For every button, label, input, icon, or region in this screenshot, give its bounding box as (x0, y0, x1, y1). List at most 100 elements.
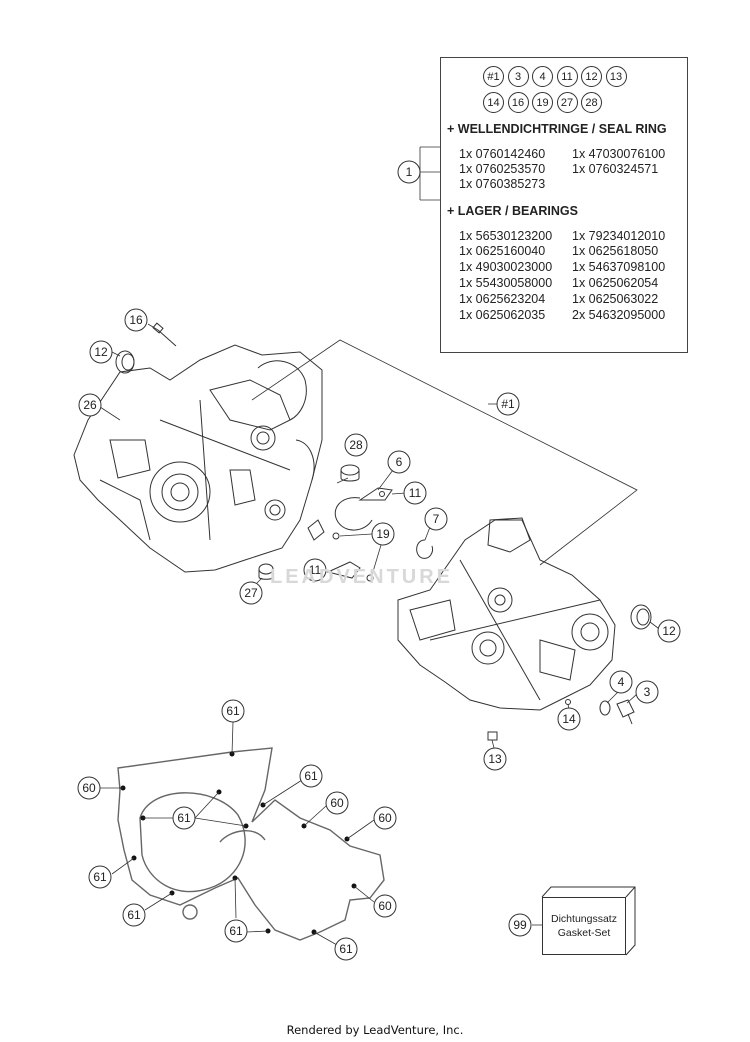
callout-99[interactable]: 99 (508, 913, 532, 937)
crankcase-gasket (117, 747, 385, 941)
bearing-item: 1x 0625160040 (459, 244, 546, 258)
bearing-item: 1x 79234012010 (572, 229, 666, 243)
kit-part-badge[interactable]: 16 (507, 92, 529, 113)
svg-text:26: 26 (83, 398, 97, 412)
svg-text:19: 19 (376, 527, 390, 541)
bearing-item: 1x 49030023000 (459, 260, 553, 274)
callout-61-bottom-right[interactable]: 61 (334, 937, 358, 961)
bearing-item: 1x 54637098100 (572, 260, 666, 274)
callout-61-bottom[interactable]: 61 (224, 919, 248, 943)
svg-text:6: 6 (396, 455, 403, 469)
bearing-item: 1x 0625062054 (572, 276, 659, 290)
callout-60-upper-right[interactable]: 60 (325, 791, 349, 815)
callout-14[interactable]: 14 (557, 707, 581, 731)
left-crankcase-half (73, 344, 323, 573)
kit-part-badge[interactable]: 19 (532, 92, 553, 113)
kit-part-badge[interactable]: 14 (483, 92, 504, 113)
gasket-kit-line-2: Gasket-Set (557, 927, 611, 939)
watermark: LEADVENTURE (270, 566, 454, 588)
callout-set-1[interactable]: #1 (496, 392, 520, 416)
svg-text:14: 14 (562, 712, 576, 726)
bearing-item: 1x 56530123200 (459, 229, 553, 243)
kit-part-badge[interactable]: #1 (483, 66, 504, 87)
seal-ring-header: + WELLENDICHTRINGE / SEAL RING (447, 122, 667, 136)
svg-text:12: 12 (94, 345, 108, 359)
leader-lines (96, 146, 659, 946)
kit-part-badge[interactable]: 27 (556, 92, 578, 113)
bearing-item: 2x 54632095000 (572, 308, 666, 322)
callout-13[interactable]: 13 (483, 747, 507, 771)
plug-13 (487, 731, 498, 741)
bearing-item: 1x 55430058000 (459, 276, 553, 290)
right-crankcase-half (397, 517, 616, 711)
svg-text:60: 60 (378, 811, 392, 825)
bushing-27 (258, 563, 274, 580)
set-bracket (251, 339, 638, 566)
screw-14 (565, 699, 571, 705)
callout-61-upper-right[interactable]: 61 (299, 764, 323, 788)
seal-ring-item: 1x 47030076100 (572, 147, 666, 161)
svg-text:27: 27 (244, 586, 258, 600)
svg-text:1: 1 (406, 165, 413, 179)
callout-16[interactable]: 16 (124, 308, 148, 332)
kit-part-badge[interactable]: 28 (581, 92, 602, 113)
screws-19 (332, 532, 374, 582)
kit-part-badge[interactable]: 11 (556, 66, 578, 87)
callout-12-right[interactable]: 12 (657, 619, 681, 643)
callout-60-right[interactable]: 60 (373, 806, 397, 830)
svg-text:28: 28 (349, 438, 363, 452)
callout-28[interactable]: 28 (344, 433, 368, 457)
seal-ring-item: 1x 0760324571 (572, 162, 659, 176)
circlip-7 (416, 539, 433, 559)
svg-text:13: 13 (488, 752, 502, 766)
kit-part-badge[interactable]: 13 (605, 66, 627, 87)
callout-26[interactable]: 26 (78, 393, 102, 417)
svg-text:60: 60 (82, 781, 96, 795)
retainer-11-lower (326, 561, 361, 579)
svg-text:60: 60 (330, 796, 344, 810)
svg-text:61: 61 (127, 908, 141, 922)
callout-61-left[interactable]: 61 (88, 865, 112, 889)
seal-ring-item: 1x 0760385273 (459, 177, 546, 191)
kit-part-badge[interactable]: 3 (507, 66, 529, 87)
callout-61-center[interactable]: 61 (172, 806, 196, 830)
seal-ring-item: 1x 0760142460 (459, 147, 546, 161)
gasket-kit-label: Dichtungssatz Gasket-Set (542, 897, 626, 955)
svg-text:99: 99 (513, 918, 527, 932)
bearing-item: 1x 0625623204 (459, 292, 546, 306)
kit-part-badge[interactable]: 4 (532, 66, 553, 87)
circlip-6 (334, 497, 373, 531)
callout-1[interactable]: 1 (397, 160, 421, 184)
seal-ring-item: 1x 0760253570 (459, 162, 546, 176)
svg-text:61: 61 (177, 811, 191, 825)
seal-ring-12-right (630, 604, 652, 630)
svg-text:#1: #1 (501, 397, 515, 411)
footer-credit: Rendered by LeadVenture, Inc. (286, 1023, 464, 1037)
callout-61-lower-left[interactable]: 61 (122, 903, 146, 927)
kit-part-badge[interactable]: 12 (581, 66, 602, 87)
callout-11-lower[interactable]: 11 (303, 558, 327, 582)
svg-text:3: 3 (644, 685, 651, 699)
callout-12-left[interactable]: 12 (89, 340, 113, 364)
callout-3[interactable]: 3 (635, 680, 659, 704)
callout-11-upper[interactable]: 11 (403, 481, 427, 505)
callout-19[interactable]: 19 (371, 522, 395, 546)
svg-text:11: 11 (309, 563, 322, 577)
svg-text:61: 61 (93, 870, 107, 884)
callout-27[interactable]: 27 (239, 581, 263, 605)
bearing-item: 1x 0625063022 (572, 292, 659, 306)
callout-61-top[interactable]: 61 (221, 699, 245, 723)
callout-7[interactable]: 7 (424, 507, 448, 531)
callout-60-left[interactable]: 60 (77, 776, 101, 800)
svg-text:61: 61 (339, 942, 353, 956)
callout-6[interactable]: 6 (387, 450, 411, 474)
callout-60-lower-right[interactable]: 60 (373, 894, 397, 918)
seal-ring-12-left (115, 350, 135, 374)
bearing-item: 1x 0625618050 (572, 244, 659, 258)
gasket-kit-line-1: Dichtungssatz (551, 913, 617, 925)
svg-text:16: 16 (129, 313, 143, 327)
svg-text:60: 60 (378, 899, 392, 913)
callout-4[interactable]: 4 (609, 670, 633, 694)
